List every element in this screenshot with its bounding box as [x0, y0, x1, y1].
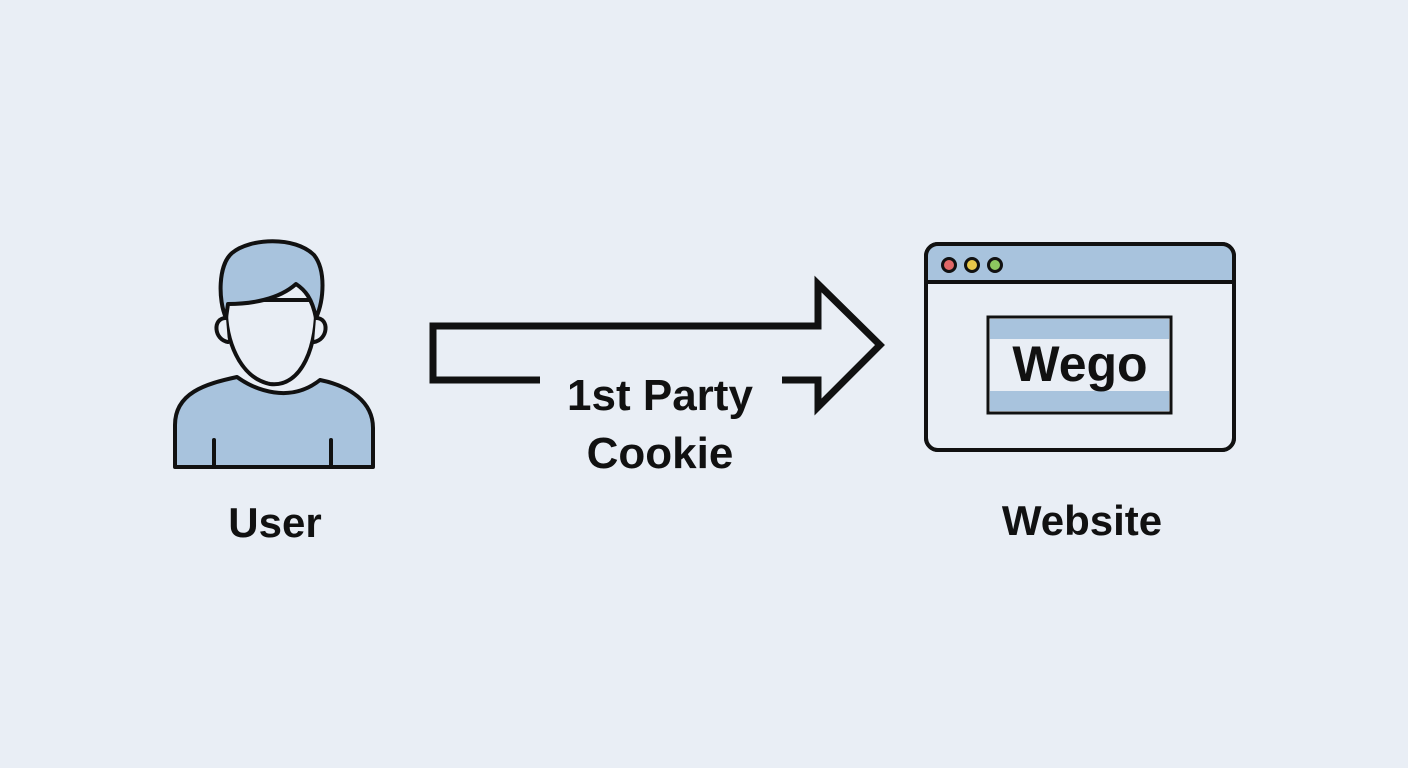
maximize-dot-icon [987, 257, 1003, 273]
arrow-outline-top [429, 275, 885, 416]
user-face [223, 298, 319, 387]
arrow-right-icon [429, 275, 885, 416]
wego-banner-outline [986, 315, 1173, 415]
user-ear-left [214, 316, 230, 344]
user-icon [173, 239, 375, 469]
user-label: User [228, 499, 321, 546]
wego-banner-bottom-stripe [990, 391, 1169, 411]
browser-frame-outline [924, 242, 1236, 452]
browser-window-icon [924, 242, 1236, 452]
user-ear-right [312, 316, 328, 344]
user-hair [218, 239, 325, 320]
arrow-label-line2: Cookie [587, 429, 734, 478]
close-dot-icon [941, 257, 957, 273]
website-label: Website [1002, 497, 1162, 544]
user-body [173, 375, 375, 469]
arrow-label-line1: 1st Party [567, 371, 753, 420]
browser-title-bar [928, 246, 1232, 282]
wego-banner-top-stripe [990, 319, 1169, 339]
wego-banner-text: Wego [1012, 336, 1147, 392]
minimize-dot-icon [964, 257, 980, 273]
